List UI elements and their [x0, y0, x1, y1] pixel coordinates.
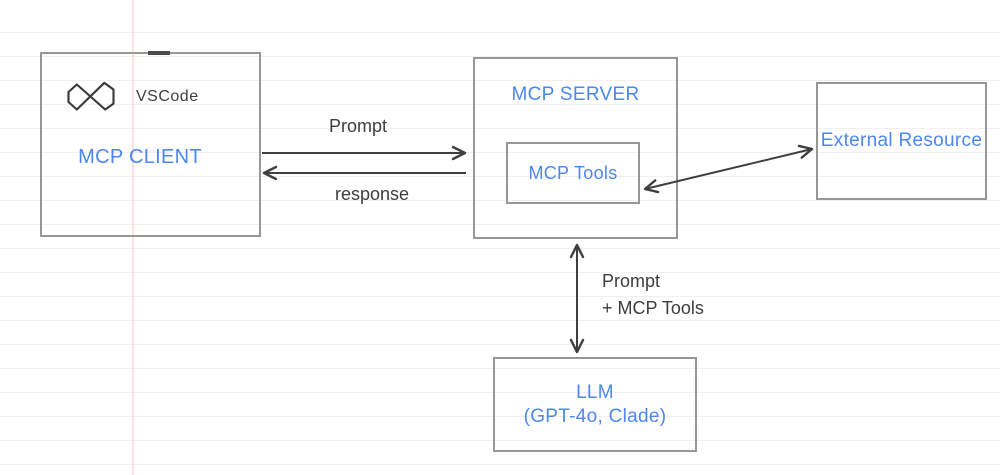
- grid-guide-line: [132, 0, 134, 475]
- client-top-notch: [148, 51, 170, 55]
- mcp-server-label: MCP SERVER: [511, 84, 640, 105]
- edge-label-response: response: [334, 184, 410, 204]
- llm-sublabel: (GPT-4o, Clade): [523, 405, 667, 427]
- edge-label-server-llm-line2: + MCP Tools: [602, 298, 704, 318]
- external-resource-label: External Resource: [820, 130, 983, 151]
- arrow-tools-external[interactable]: [643, 144, 814, 194]
- edge-label-server-llm-line1: Prompt: [602, 271, 661, 291]
- node-mcp-tools[interactable]: MCP Tools: [506, 142, 640, 204]
- node-mcp-client[interactable]: VSCode MCP CLIENT: [40, 52, 261, 237]
- edge-label-server-llm: Prompt + MCP Tools: [602, 268, 704, 322]
- vscode-icon: [67, 81, 115, 111]
- mcp-tools-label: MCP Tools: [528, 162, 618, 183]
- llm-label: LLM: [576, 381, 614, 403]
- node-external-resource[interactable]: External Resource: [816, 82, 987, 200]
- edge-label-prompt: Prompt: [328, 116, 388, 136]
- client-app-label: VSCode: [136, 88, 199, 105]
- client-app-badge: VSCode: [66, 76, 199, 118]
- node-mcp-server[interactable]: MCP SERVER MCP Tools: [473, 57, 678, 239]
- mcp-client-label: MCP CLIENT: [78, 146, 202, 168]
- node-llm[interactable]: LLM (GPT-4o, Clade): [493, 357, 697, 452]
